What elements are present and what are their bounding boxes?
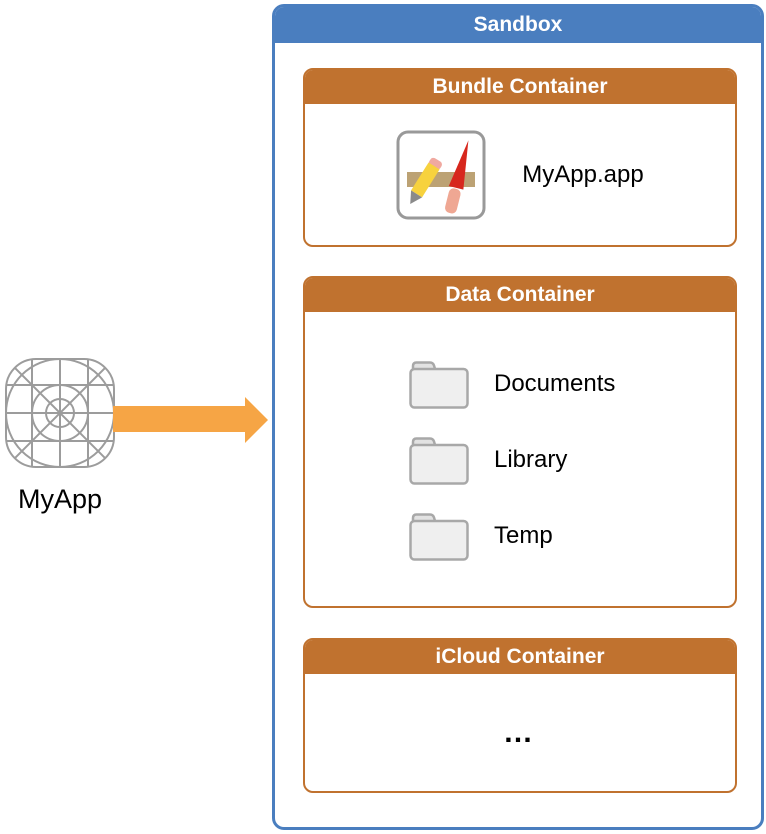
folder-icon xyxy=(409,437,469,485)
bundle-app-label: MyApp.app xyxy=(522,160,644,188)
folder-label: Library xyxy=(494,446,568,473)
icloud-container-content: … xyxy=(305,674,735,791)
ellipsis-placeholder: … xyxy=(503,716,537,749)
sandbox-title: Sandbox xyxy=(275,7,761,43)
app-label: MyApp xyxy=(17,484,103,514)
bundle-container-content: MyApp.app xyxy=(305,104,735,245)
data-container-content: Documents Library Temp xyxy=(305,312,735,562)
data-container-title: Data Container xyxy=(305,278,735,312)
folder-icon xyxy=(409,361,469,409)
bundle-container-title: Bundle Container xyxy=(305,70,735,104)
icloud-container: iCloud Container … xyxy=(303,638,737,793)
sandbox-box: Sandbox Bundle Container xyxy=(272,4,764,830)
icloud-container-title: iCloud Container xyxy=(305,640,735,674)
app-bundle-icon xyxy=(396,130,486,219)
folder-label: Documents xyxy=(494,370,616,397)
folder-row-library: Library xyxy=(408,434,735,486)
folder-row-documents: Documents xyxy=(408,358,735,410)
folder-row-temp: Temp xyxy=(408,510,735,562)
folder-icon xyxy=(409,513,469,561)
folder-label: Temp xyxy=(494,522,553,549)
app-source: MyApp xyxy=(4,357,116,515)
app-grid-icon xyxy=(5,358,115,468)
arrow-right-icon xyxy=(113,397,268,443)
data-container: Data Container Documents Library xyxy=(303,276,737,608)
bundle-container: Bundle Container MyApp.app xyxy=(303,68,737,247)
